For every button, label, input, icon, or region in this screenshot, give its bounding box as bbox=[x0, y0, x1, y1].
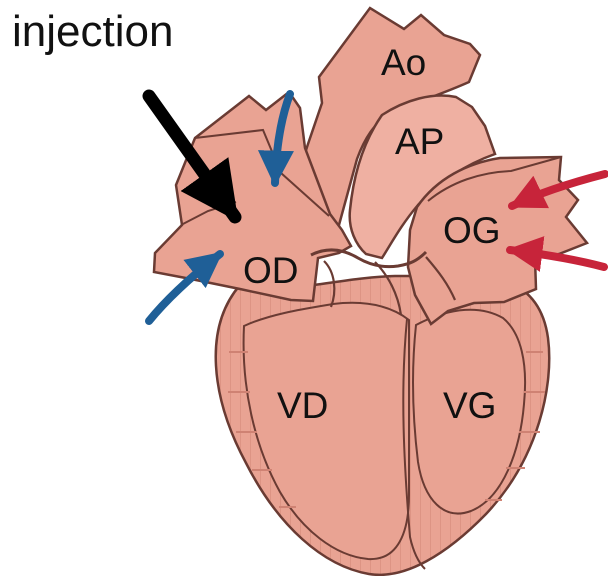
heart-graphic bbox=[154, 8, 587, 575]
left-atrium-label: OG bbox=[443, 210, 501, 251]
left-ventricle-label: VG bbox=[443, 385, 496, 426]
right-ventricle-label: VD bbox=[277, 385, 328, 426]
right-ventricle-cavity bbox=[244, 303, 409, 559]
right-atrium-label: OD bbox=[243, 250, 299, 291]
pulmonary-artery-label: AP bbox=[395, 121, 444, 162]
aorta-label: Ao bbox=[381, 42, 426, 83]
injection-label: injection bbox=[12, 7, 173, 56]
